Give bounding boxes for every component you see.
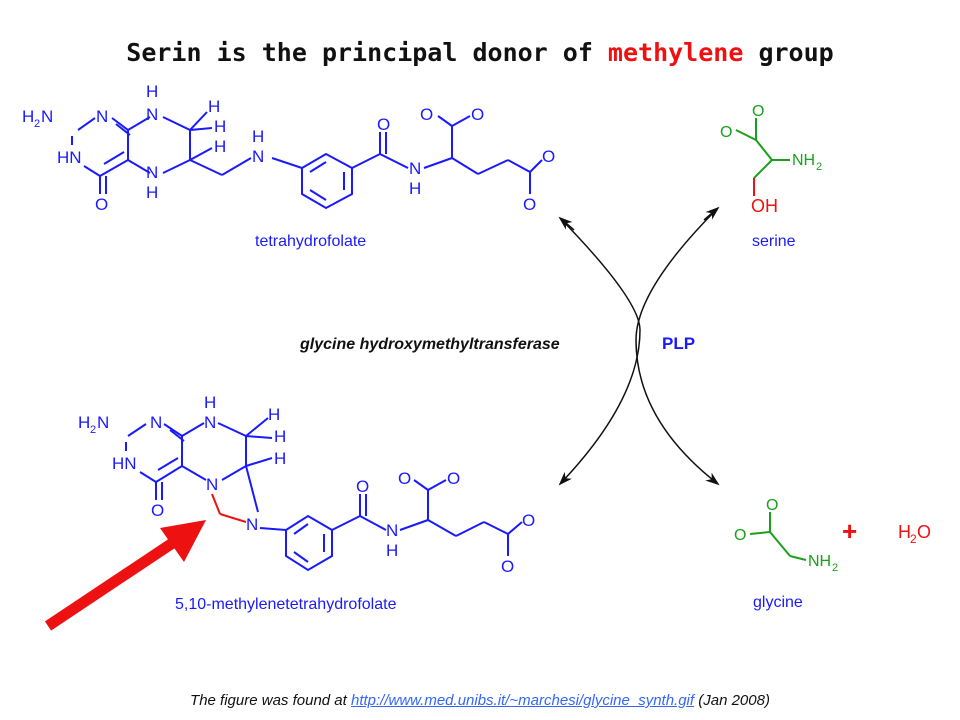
- atom-o: O: [471, 105, 484, 124]
- atom-o: O: [734, 527, 746, 544]
- slide-title: Serin is the principal donor of methylen…: [0, 38, 960, 67]
- atom-n: N: [146, 105, 158, 124]
- atom-o: O: [766, 497, 778, 514]
- atom-h: H: [214, 137, 226, 156]
- atom-hn: HN: [112, 454, 137, 473]
- atom-n: N: [409, 159, 421, 178]
- atom-n: N: [204, 413, 216, 432]
- glycine-label: glycine: [753, 594, 803, 611]
- atom-h: H: [146, 82, 158, 101]
- atom-o: O: [420, 105, 433, 124]
- atom-n: N: [96, 107, 108, 126]
- atom-n: N: [97, 413, 109, 432]
- enzyme-label: glycine hydroxymethyltransferase: [299, 336, 560, 353]
- atom-n: N: [386, 521, 398, 540]
- atom-o: O: [95, 195, 108, 214]
- atom-o: O: [356, 477, 369, 496]
- atom-o: O: [752, 103, 764, 120]
- atom-o: O: [377, 115, 390, 134]
- serine-oh: OH: [751, 196, 778, 216]
- methylene-thf-structure: H 2 N N HN O H N N H H H N O N H O O O O: [78, 393, 535, 576]
- atom-hn: HN: [57, 148, 82, 167]
- water-h: H: [898, 522, 911, 542]
- atom-o: O: [447, 469, 460, 488]
- tetrahydrofolate-structure: H 2 N N HN O H N N H H H H H N O N H O O…: [22, 82, 555, 214]
- arrow-serine-to-glycine: [635, 207, 720, 486]
- atom-h: H: [208, 97, 220, 116]
- atom-o: O: [522, 511, 535, 530]
- title-highlight-methylene: methylene: [607, 38, 744, 67]
- figure-caption: The figure was found at http://www.med.u…: [0, 692, 960, 709]
- water-o: O: [917, 522, 931, 542]
- cofactor-label: PLP: [662, 334, 695, 353]
- atom-n: N: [150, 413, 162, 432]
- water-sub-2: 2: [910, 532, 917, 546]
- title-part-1: Serin is the principal donor of: [126, 38, 608, 67]
- atom-n: N: [252, 147, 264, 166]
- atom-sub-2: 2: [90, 424, 96, 436]
- atom-n: N: [146, 163, 158, 182]
- tetrahydrofolate-label: tetrahydrofolate: [255, 233, 366, 250]
- atom-n: N: [41, 107, 53, 126]
- atom-h: H: [204, 393, 216, 412]
- glycine-structure: O O NH 2: [734, 497, 838, 574]
- atom-n: N: [246, 515, 258, 534]
- arrow-thf-to-methylene-thf: [558, 217, 641, 486]
- plus-sign: +: [842, 516, 857, 546]
- atom-h: H: [274, 427, 286, 446]
- atom-h: H: [274, 449, 286, 468]
- title-part-2: group: [743, 38, 834, 67]
- atom-h: H: [409, 179, 421, 198]
- caption-prefix: The figure was found at: [190, 692, 351, 709]
- atom-h: H: [252, 127, 264, 146]
- serine-label: serine: [752, 233, 796, 250]
- source-link[interactable]: http://www.med.unibs.it/~marchesi/glycin…: [350, 692, 695, 709]
- atom-h: H: [386, 541, 398, 560]
- atom-h: H: [268, 405, 280, 424]
- atom-o: O: [501, 557, 514, 576]
- caption-suffix: (Jan 2008): [694, 692, 770, 709]
- atom-sub-2: 2: [34, 118, 40, 130]
- pointer-arrow-shaft: [44, 533, 184, 631]
- serine-structure: O O NH 2: [720, 103, 822, 196]
- atom-h: H: [146, 183, 158, 202]
- atom-nh: NH: [792, 152, 815, 169]
- atom-sub-2: 2: [832, 562, 838, 574]
- atom-o: O: [523, 195, 536, 214]
- atom-sub-2: 2: [816, 161, 822, 173]
- atom-n: N: [206, 475, 218, 494]
- atom-h: H: [214, 117, 226, 136]
- atom-o: O: [720, 124, 732, 141]
- arrowhead-serine: [703, 206, 720, 221]
- atom-h: H: [78, 413, 90, 432]
- atom-o: O: [542, 147, 555, 166]
- atom-o: O: [151, 501, 164, 520]
- atom-h: H: [22, 107, 34, 126]
- methylene-thf-label: 5,10-methylenetetrahydrofolate: [175, 596, 397, 613]
- atom-nh: NH: [808, 553, 831, 570]
- atom-o: O: [398, 469, 411, 488]
- pointer-arrow-head: [160, 520, 206, 562]
- arrowhead-thf: [558, 216, 575, 231]
